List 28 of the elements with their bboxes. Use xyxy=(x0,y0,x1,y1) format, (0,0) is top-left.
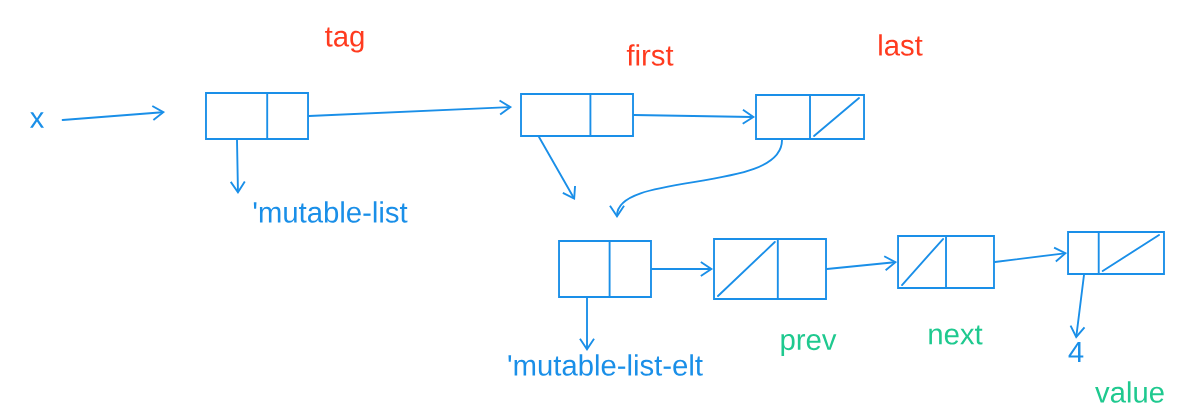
arrow xyxy=(579,297,595,351)
arrow xyxy=(308,99,513,117)
pointer-box xyxy=(755,94,865,140)
field-label: next xyxy=(929,325,983,345)
arrow xyxy=(651,261,714,277)
pointer-box xyxy=(520,93,634,137)
field-label: first xyxy=(626,44,674,66)
pointer-box xyxy=(897,235,995,289)
arrow xyxy=(229,139,246,194)
arrow xyxy=(1069,273,1086,339)
arrow xyxy=(609,139,783,219)
arrow xyxy=(61,105,166,121)
field-label: tag xyxy=(325,27,364,53)
pointer-box xyxy=(713,238,827,300)
symbol-text: 'mutable-list-elt xyxy=(508,354,703,376)
pointer-box xyxy=(205,92,309,140)
arrow xyxy=(994,246,1068,263)
symbol-text: x xyxy=(30,112,44,128)
arrow xyxy=(538,135,576,201)
arrow xyxy=(633,108,756,125)
pointer-box xyxy=(558,240,652,298)
arrow xyxy=(826,255,898,272)
field-label: last xyxy=(879,34,923,56)
field-label: value xyxy=(1095,381,1164,403)
field-label: prev xyxy=(781,334,837,356)
symbol-text: 'mutable-list xyxy=(253,201,408,223)
symbol-text: 4 xyxy=(1068,341,1084,363)
pointer-box xyxy=(1067,231,1165,275)
